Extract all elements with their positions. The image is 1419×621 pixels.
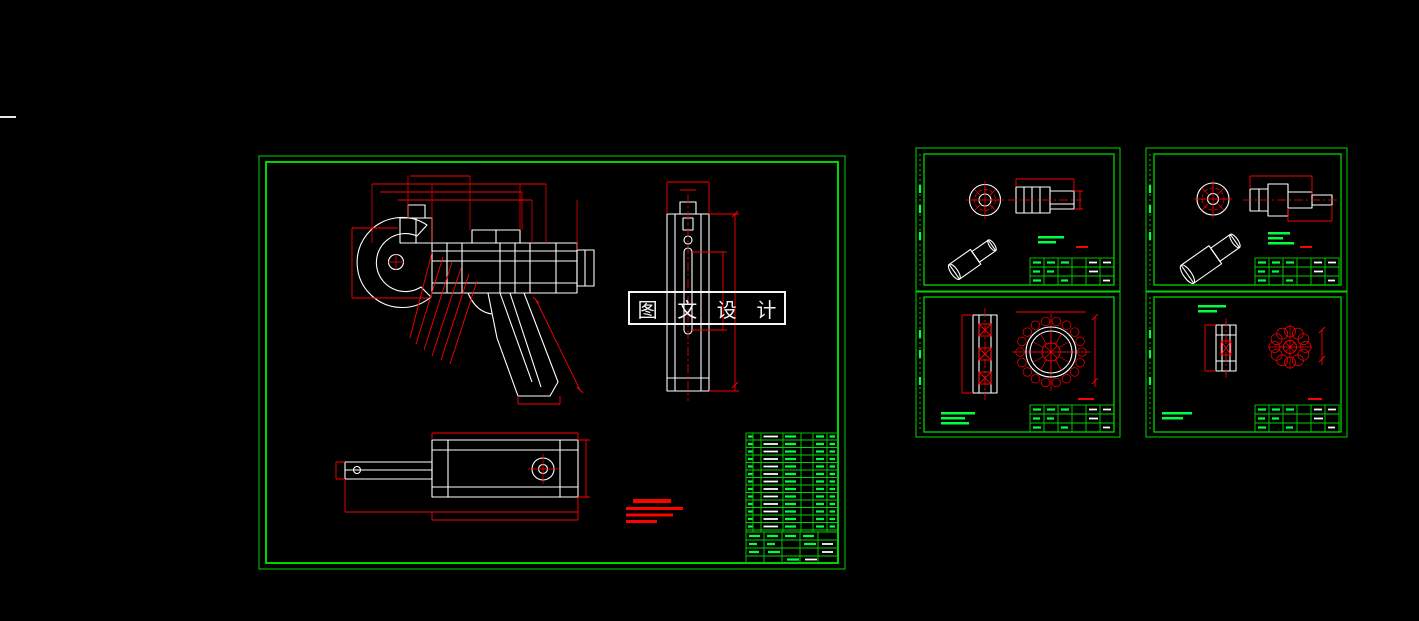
base-rail-dimensions [335, 432, 590, 521]
sheet-outer-border [915, 291, 1121, 438]
title-block [1254, 404, 1340, 433]
slotted-bar-view[interactable] [961, 308, 998, 400]
bushing-section-view[interactable] [1008, 178, 1083, 214]
part-sheet-2[interactable] [1145, 147, 1348, 292]
flange-front-view[interactable] [966, 181, 1004, 219]
sheet-outer-border [258, 155, 846, 570]
sheet-inner-border [923, 296, 1115, 433]
sheet-notes [1038, 236, 1088, 248]
sheet-notes [1268, 232, 1312, 248]
title-block [1254, 257, 1340, 286]
sheet-inner-border [1153, 296, 1342, 433]
sheet-inner-border [1153, 153, 1342, 286]
sheet-outer-border [1145, 291, 1348, 438]
bom-table[interactable] [745, 432, 839, 564]
part-sheet-3[interactable] [915, 291, 1121, 438]
small-block-view[interactable] [1204, 318, 1237, 378]
knob-flower-view[interactable] [1268, 325, 1326, 369]
flange-front-view[interactable] [1194, 180, 1232, 218]
part-sheet-1[interactable] [915, 147, 1121, 292]
watermark-box: 图 文 设 计 [628, 291, 786, 325]
sheet-outer-border [1145, 147, 1348, 292]
assembly-front-view[interactable] [356, 204, 595, 397]
sheet-inner-border [265, 161, 839, 564]
technical-notes [626, 499, 683, 523]
sheet-notes-bottom [1162, 398, 1322, 420]
sprocket-teeth [1015, 316, 1087, 388]
sheet-notes [941, 398, 1094, 425]
title-block [1029, 404, 1115, 433]
stepped-shaft-view[interactable] [1243, 175, 1338, 222]
assembly-dimensions [351, 175, 584, 405]
sheet-outer-border [915, 147, 1121, 292]
main-assembly-sheet[interactable] [258, 155, 846, 570]
sheet-inner-border [923, 153, 1115, 286]
sheet-notes-top [1198, 305, 1226, 313]
watermark-text: 图 文 设 计 [637, 299, 784, 322]
part-sheet-4[interactable] [1145, 291, 1348, 438]
bushing-iso-view[interactable] [946, 237, 999, 282]
sprocket-front-view[interactable] [1012, 311, 1099, 391]
shaft-iso-view[interactable] [1178, 230, 1244, 285]
title-block [1029, 257, 1115, 286]
